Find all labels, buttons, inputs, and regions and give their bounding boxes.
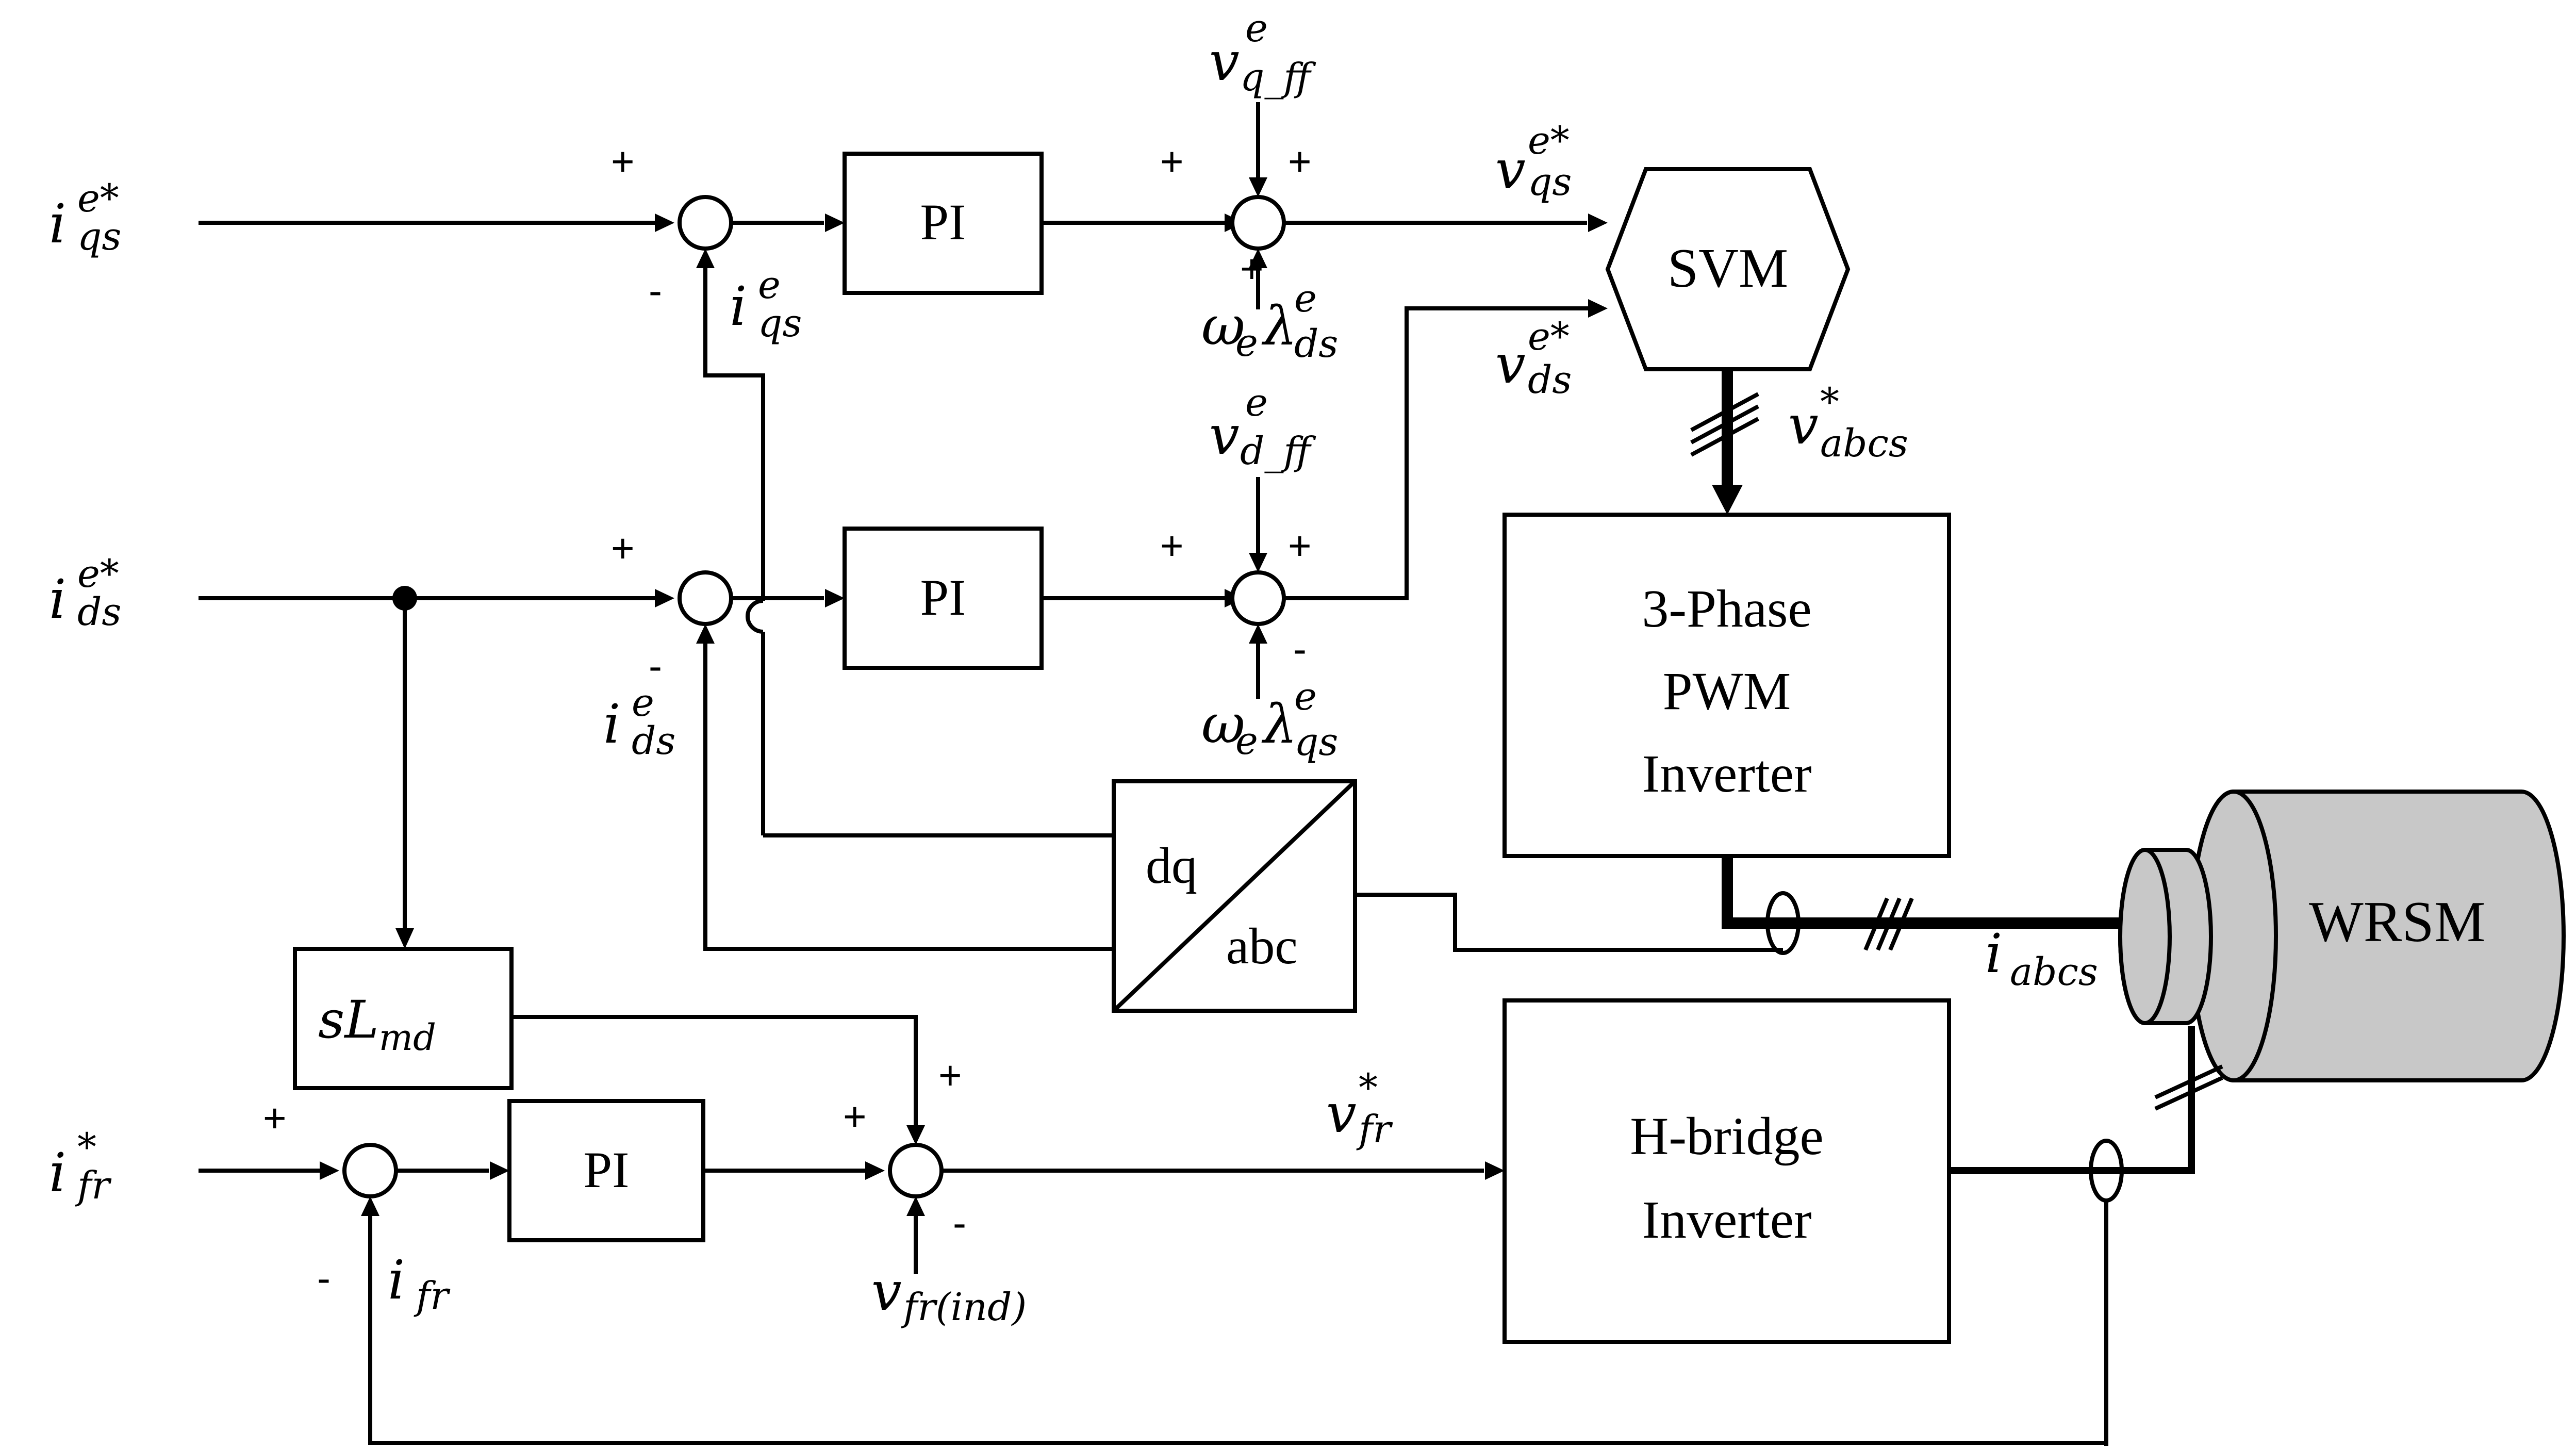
inverter3-line1: 3-Phase bbox=[1642, 579, 1811, 638]
sign-plus: + bbox=[843, 1094, 867, 1139]
signal-labels: i e* qs i e* ds i * fr i e qs i e ds bbox=[49, 0, 2098, 1329]
inverter3-line3: Inverter bbox=[1642, 744, 1811, 803]
abc-label: abc bbox=[1226, 917, 1298, 975]
hbridge-line2: Inverter bbox=[1642, 1190, 1811, 1250]
sign-minus: - bbox=[649, 268, 662, 313]
pi-label-d: PI bbox=[920, 569, 966, 626]
label-vabcs-ref: v * abcs bbox=[1788, 365, 1908, 466]
wrsm-label: WRSM bbox=[2309, 890, 2485, 954]
d-voltage-summing-junction bbox=[1230, 570, 1286, 626]
pi-label-q: PI bbox=[920, 193, 966, 251]
field-loop bbox=[199, 598, 2223, 1446]
sign-minus: - bbox=[649, 643, 662, 688]
h-bridge-inverter bbox=[1502, 998, 1951, 1344]
stator-power-path bbox=[1722, 856, 2144, 955]
pi-label-field: PI bbox=[584, 1141, 630, 1198]
svm-section bbox=[1502, 167, 1951, 858]
field-voltage-summing-junction bbox=[888, 1143, 944, 1198]
pi-block-d bbox=[843, 527, 1044, 670]
slmd-block bbox=[293, 947, 514, 1090]
current-sensor-abcs bbox=[1765, 891, 1801, 955]
inverter3-line2: PWM bbox=[1663, 662, 1791, 721]
dq-abc-transform bbox=[1112, 779, 1783, 1013]
d-axis-loop bbox=[199, 299, 1608, 951]
label-we-lambda-ds: ω e λ e ds bbox=[1201, 261, 1338, 369]
wrsm-machine bbox=[2118, 790, 2566, 1082]
sign-plus: + bbox=[1160, 139, 1184, 184]
label-iabcs: i abcs bbox=[1985, 922, 2098, 994]
sign-plus: + bbox=[1240, 246, 1264, 291]
sign-minus: - bbox=[953, 1200, 966, 1245]
sign-plus: + bbox=[938, 1053, 962, 1098]
q-current-summing-junction bbox=[678, 195, 733, 251]
wrsm-shaft bbox=[2118, 848, 2172, 1025]
sign-plus: + bbox=[1288, 523, 1312, 568]
svm-block bbox=[1605, 167, 1851, 371]
sign-minus: - bbox=[1293, 626, 1307, 671]
label-ids-fb: i e ds bbox=[603, 666, 675, 763]
summing-signs: + - + + + + - + + - + - + + - bbox=[263, 139, 1312, 1301]
sign-plus: + bbox=[1288, 139, 1312, 184]
label-iqs-fb: i e qs bbox=[730, 248, 802, 346]
label-vds-ref: v e* ds bbox=[1495, 300, 1587, 402]
label-vqs-ref: v e* qs bbox=[1495, 104, 1587, 204]
d-current-summing-junction bbox=[678, 570, 733, 626]
label-vq-ff: v e q_ff bbox=[1209, 0, 1316, 100]
field-current-summing-junction bbox=[342, 1143, 398, 1198]
hbridge-line1: H-bridge bbox=[1630, 1107, 1823, 1166]
label-vd-ff: v e d_ff bbox=[1209, 366, 1316, 473]
sign-plus: + bbox=[1160, 523, 1184, 568]
label-ifr-fb: i fr bbox=[388, 1248, 451, 1318]
block-labels: PI PI PI SVM 3-Phase PWM Inverter H-brid… bbox=[318, 193, 2485, 1250]
label-we-lambda-qs: ω e λ e qs bbox=[1201, 660, 1338, 767]
q-voltage-summing-junction bbox=[1230, 195, 1286, 251]
svm-label: SVM bbox=[1667, 238, 1788, 299]
label-ids-ref: i e* ds bbox=[49, 537, 136, 634]
sign-plus: + bbox=[611, 525, 635, 571]
label-vfr-ref: v * fr bbox=[1326, 1051, 1395, 1152]
sign-minus: - bbox=[317, 1255, 331, 1301]
sign-plus: + bbox=[611, 139, 635, 184]
three-phase-pwm-inverter bbox=[1502, 513, 1951, 858]
sign-plus: + bbox=[263, 1095, 287, 1141]
q-axis-loop bbox=[199, 102, 1608, 837]
label-ifr-ref: i * fr bbox=[49, 1110, 113, 1208]
slmd-label: sLmd bbox=[318, 990, 436, 1059]
label-iqs-ref: i e* qs bbox=[49, 161, 136, 259]
label-vfr-ind: v fr(ind) bbox=[871, 1260, 1027, 1329]
dq-label: dq bbox=[1146, 837, 1197, 894]
